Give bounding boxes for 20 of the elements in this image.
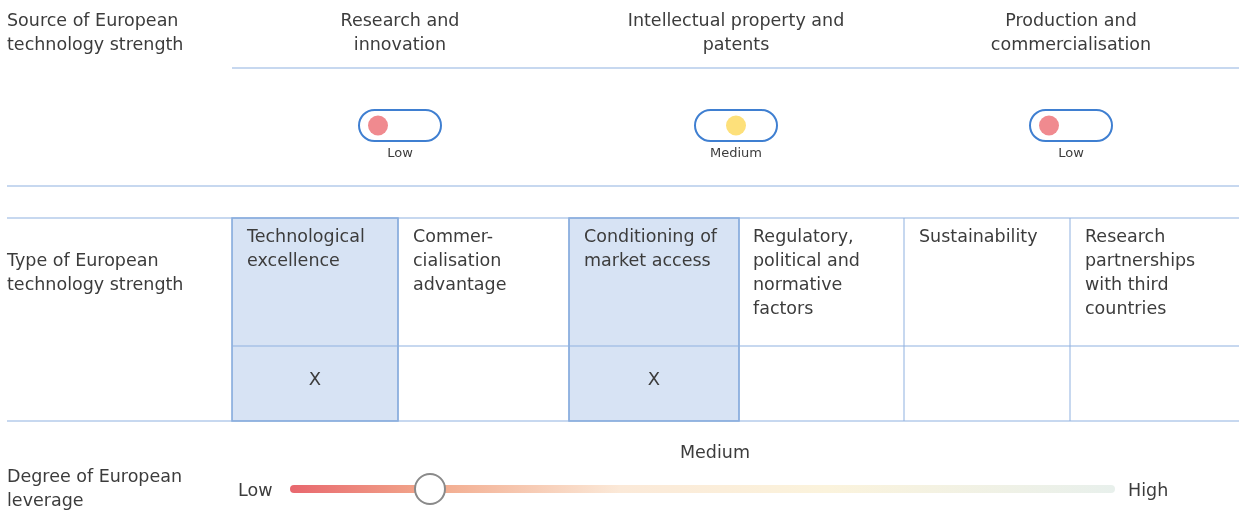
- table-cell-text: Commer-cialisation advantage: [413, 225, 508, 296]
- column-heading: Research and innovation: [339, 9, 461, 56]
- row-heading: Source of European technology strength: [7, 9, 185, 56]
- row-heading: Degree of European leverage: [7, 465, 184, 512]
- table-cell-text: Regulatory, political and normative factors: [753, 225, 861, 320]
- scale-label: Low: [238, 479, 274, 502]
- scale-label: Medium: [679, 441, 751, 464]
- cross-mark: X: [307, 367, 323, 391]
- table-cell-text: Conditioning of market access: [584, 225, 719, 272]
- cross-mark: X: [646, 367, 662, 391]
- rating-label: Medium: [709, 145, 763, 161]
- column-heading: Production and commercialisation: [989, 9, 1153, 56]
- rating-label: Low: [386, 145, 414, 161]
- table-cell-text: Research partnerships with third countries: [1085, 225, 1197, 320]
- table-cell-text: Sustainability: [919, 225, 1039, 248]
- scale-label: High: [1128, 479, 1170, 502]
- column-heading: Intellectual property and patents: [626, 9, 846, 56]
- row-heading: Type of European technology strength: [7, 249, 185, 296]
- table-cell-text: Technological excellence: [247, 225, 366, 272]
- rating-label: Low: [1057, 145, 1085, 161]
